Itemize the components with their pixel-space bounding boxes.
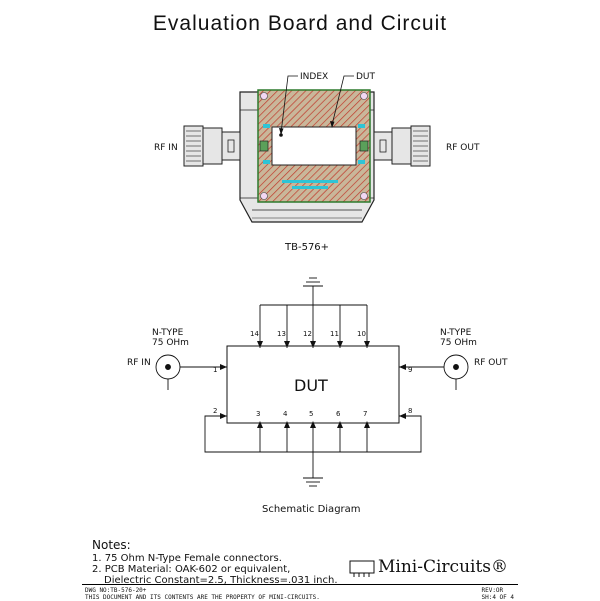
note-line-3: Dielectric Constant=2.5, Thickness=.031 … — [104, 575, 338, 586]
note-line-1: 1. 75 Ohm N-Type Female connectors. — [92, 553, 282, 564]
mounting-hole — [360, 192, 368, 200]
pin-11-label: 11 — [330, 330, 339, 338]
mounting-hole — [260, 192, 268, 200]
dut-callout-label: DUT — [356, 72, 376, 82]
revision: REV:OR — [481, 587, 504, 594]
pin-2-label: 2 — [213, 407, 217, 415]
page-title: Evaluation Board and Circuit — [152, 12, 448, 35]
sheet-number: SH:4 OF 4 — [481, 594, 514, 601]
rf-in-launch-pad — [259, 140, 269, 152]
title-block-footer: DWG NO:TB-576-20+ THIS DOCUMENT AND ITS … — [82, 584, 518, 601]
pin-arrows — [220, 341, 406, 428]
brand-logo-text: Mini-Circuits® — [378, 557, 509, 577]
board-name: TB-576+ — [284, 242, 329, 253]
rf-out-launch-pad — [359, 140, 369, 152]
schematic-labels: 14 13 12 11 10 3 4 5 6 7 1 9 2 8 DUT N-T… — [127, 328, 508, 515]
pin-4-label: 4 — [283, 410, 288, 418]
pin-1-label: 1 — [213, 366, 217, 374]
silkscreen-text — [292, 186, 328, 189]
notes-heading: Notes: — [92, 538, 131, 552]
pin-10-label: 10 — [357, 330, 366, 338]
pad-marking — [263, 160, 270, 164]
dut-footprint — [271, 126, 357, 166]
pad-marking — [263, 124, 270, 128]
pad-marking — [358, 160, 365, 164]
pin-3-label: 3 — [256, 410, 260, 418]
pin-7-label: 7 — [363, 410, 367, 418]
mounting-hole — [360, 92, 368, 100]
index-leader — [280, 75, 298, 134]
pin-9-label: 9 — [408, 366, 412, 374]
index-label: INDEX — [300, 72, 328, 82]
mini-circuits-logo-icon — [349, 560, 375, 577]
pin-13-label: 13 — [277, 330, 286, 338]
schematic-rf-in-label: RF IN — [127, 358, 151, 368]
pin-5-label: 5 — [309, 410, 313, 418]
rf-in-connector — [183, 125, 241, 167]
pin-8-label: 8 — [408, 407, 412, 415]
property-notice: THIS DOCUMENT AND ITS CONTENTS ARE THE P… — [85, 594, 320, 601]
schematic-caption: Schematic Diagram — [262, 504, 361, 515]
rf-out-label: RF OUT — [446, 143, 480, 153]
left-connector-type: N-TYPE — [152, 328, 184, 338]
right-connector-impedance: 75 OHm — [440, 338, 477, 348]
rf-out-connector — [373, 125, 431, 167]
pad-marking — [358, 124, 365, 128]
pin-12-label: 12 — [303, 330, 312, 338]
schematic-rf-out-label: RF OUT — [474, 358, 508, 368]
mounting-hole — [260, 92, 268, 100]
drawing-number: DWG NO:TB-576-20+ — [85, 587, 147, 594]
right-connector-type: N-TYPE — [440, 328, 472, 338]
evaluation-board-drawing: INDEX DUT RF IN RF OUT TB-576+ — [154, 72, 480, 253]
pin-14-label: 14 — [250, 330, 259, 338]
dut-leader — [331, 75, 354, 126]
left-connector-impedance: 75 OHm — [152, 338, 189, 348]
dut-label: DUT — [294, 376, 328, 395]
notes-block: Notes: 1. 75 Ohm N-Type Female connector… — [92, 538, 338, 586]
silkscreen-text — [282, 180, 338, 183]
pin-6-label: 6 — [336, 410, 341, 418]
rf-in-label: RF IN — [154, 143, 178, 153]
note-line-2: 2. PCB Material: OAK-602 or equivalent, — [92, 564, 291, 575]
